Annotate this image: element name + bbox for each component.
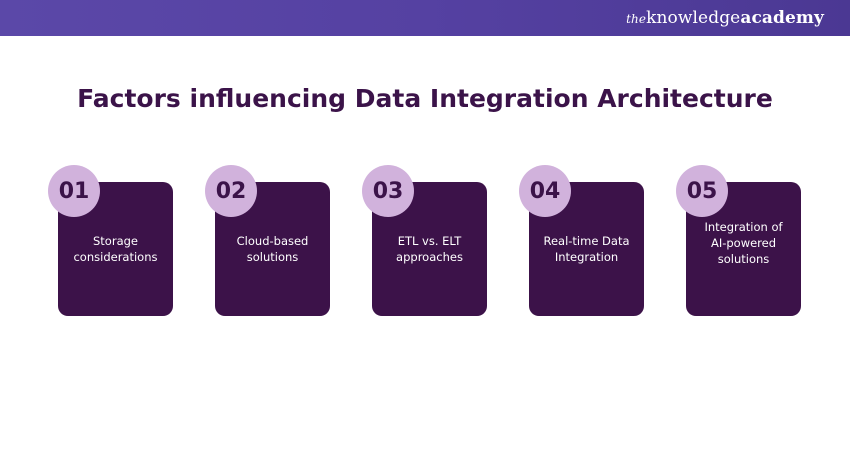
factor-number-badge: 01 [48,165,100,217]
factor-card-5: Integration of AI-powered solutions [686,182,801,316]
factor-number-badge: 05 [676,165,728,217]
factor-label: Integration of AI-powered solutions [686,182,801,316]
factor-label-text: ETL vs. ELT approaches [396,234,463,264]
brand-logo: theknowledgeacademy [626,8,824,28]
factor-label-text: Storage considerations [73,234,158,264]
factor-label: ETL vs. ELT approaches [372,182,487,316]
factor-number-badge: 04 [519,165,571,217]
factor-label-text: Real-time Data Integration [543,234,630,264]
page-title: Factors influencing Data Integration Arc… [77,84,773,113]
logo-academy: academy [740,8,824,28]
factor-label-text: Integration of AI-powered solutions [704,220,783,266]
factor-label-text: Cloud-based solutions [236,234,309,264]
factor-label: Storage considerations [58,182,173,316]
factor-label: Cloud-based solutions [215,182,330,316]
factor-label: Real-time Data Integration [529,182,644,316]
factor-card-4: Real-time Data Integration [529,182,644,316]
header-banner: theknowledgeacademy [0,0,850,36]
factor-number-badge: 03 [362,165,414,217]
logo-knowledge: knowledge [646,8,741,28]
factor-number-badge: 02 [205,165,257,217]
logo-the: the [626,12,647,26]
